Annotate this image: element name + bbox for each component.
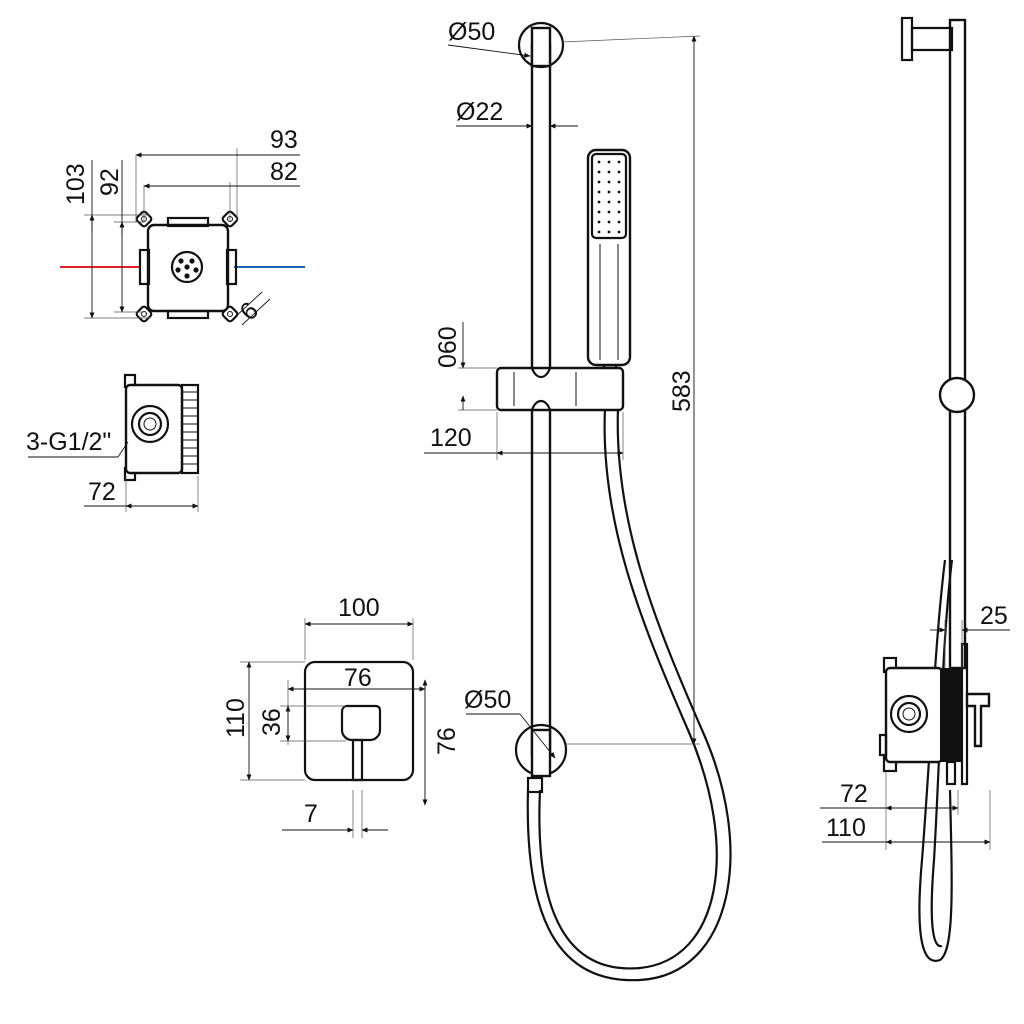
threaded-port-icon	[130, 404, 170, 444]
dim-plate-width: 100	[338, 594, 380, 622]
shower-hose	[538, 407, 718, 970]
valve-box-front-view: 93 82 103 92 6	[60, 126, 305, 326]
dim-holder-height: 060	[434, 326, 462, 368]
side-valve-box	[884, 666, 944, 764]
dim-thread-size: 3-G1/2"	[26, 428, 111, 456]
dim-plate-height: 110	[222, 698, 250, 738]
dim-rail-diameter: Ø22	[456, 98, 503, 126]
dim-handle-height: 36	[258, 708, 286, 736]
valve-box-side-view: 3-G1/2" 72	[26, 373, 200, 512]
trim-plate-view: 100 76 110 36 76 7	[222, 594, 461, 838]
dim-stem-width: 7	[304, 800, 318, 828]
cartridge-port-icon	[170, 250, 204, 284]
spray-nozzles-icon	[597, 160, 621, 234]
dim-handle-width: 76	[344, 664, 372, 692]
dim-side-offset: 25	[980, 602, 1008, 630]
side-rail	[948, 18, 967, 670]
hand-shower-holder	[495, 366, 625, 412]
dim-holder-projection: 120	[430, 424, 472, 452]
dim-bottom-bracket-diameter: Ø50	[464, 686, 511, 714]
shower-side-view: 25 72 110	[820, 16, 1010, 962]
lever-handle-icon	[340, 704, 382, 742]
dim-box-side-depth: 72	[88, 478, 116, 506]
dim-box-height-outer: 103	[62, 163, 90, 205]
dim-top-bracket-diameter: Ø50	[448, 18, 495, 46]
thread-lines	[182, 391, 198, 465]
slide-rail-front-view: Ø50 Ø22 060 120 583 Ø50	[424, 18, 732, 982]
dim-side-total-depth: 110	[826, 814, 866, 842]
dim-handle-drop: 76	[433, 727, 461, 755]
side-rail-holder-knob	[938, 376, 976, 414]
dim-side-box-depth: 72	[840, 780, 868, 808]
hand-shower-head	[586, 148, 632, 367]
dim-lug-size: 6	[234, 297, 264, 327]
dim-rail-length: 583	[668, 370, 696, 412]
dim-box-width-outer: 93	[270, 126, 298, 154]
dim-box-height-inner: 92	[96, 168, 124, 196]
dim-box-width-inner: 82	[270, 158, 298, 186]
